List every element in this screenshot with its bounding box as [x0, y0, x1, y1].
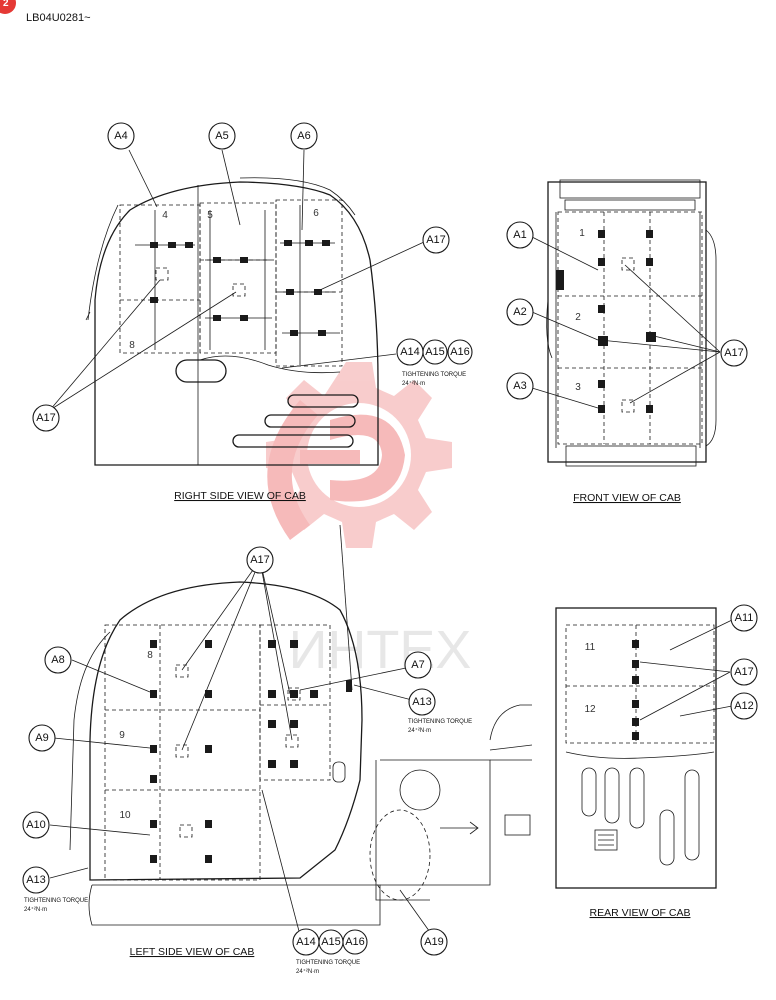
callout-a11: A11: [730, 604, 758, 632]
callout-a13-left: A13: [22, 866, 50, 894]
svg-text:A17: A17: [250, 554, 270, 566]
callout-a17-right-low: A17: [32, 404, 60, 432]
rear-view: 11 12: [555, 607, 717, 889]
callout-a7: A7: [404, 651, 432, 679]
callout-a16-left: A16: [342, 929, 368, 955]
torque-label-mid: TIGHTENING TORQUE: [408, 719, 472, 725]
page-number: 2: [3, 0, 9, 9]
leader-lines: [49, 149, 733, 936]
svg-text:A14: A14: [296, 936, 316, 948]
callout-a17-left: A17: [246, 546, 274, 574]
svg-text:A15: A15: [321, 936, 341, 948]
torque-value-right: 24⁺²N·m: [402, 380, 425, 387]
callout-a3: A3: [506, 372, 534, 400]
callout-a13-mid: A13: [408, 688, 436, 716]
callout-a17-right: A17: [422, 226, 450, 254]
svg-text:A16: A16: [450, 346, 470, 358]
callout-a4: A4: [107, 122, 135, 150]
watermark: ИНТЕХ: [266, 362, 471, 680]
svg-text:12: 12: [584, 704, 596, 715]
torque-label-left: TIGHTENING TORQUE: [24, 898, 88, 904]
left-view-title: LEFT SIDE VIEW OF CAB: [130, 946, 255, 958]
right-view-title: RIGHT SIDE VIEW OF CAB: [174, 490, 306, 502]
callout-a8: A8: [44, 646, 72, 674]
front-view: 2 3 1: [546, 179, 717, 467]
svg-text:A11: A11: [735, 612, 754, 624]
callout-a15-right: A15: [422, 339, 448, 365]
svg-text:A13: A13: [26, 874, 46, 886]
svg-text:A6: A6: [297, 130, 310, 142]
callout-a19: A19: [420, 928, 448, 956]
callout-a9: A9: [28, 724, 56, 752]
callout-a17-rear: A17: [730, 658, 758, 686]
callout-a17-front: A17: [720, 339, 748, 367]
callout-a2: A2: [506, 298, 534, 326]
svg-text:8: 8: [129, 340, 135, 351]
page-number-badge: [0, 0, 16, 14]
svg-text:A9: A9: [35, 732, 48, 744]
svg-text:3: 3: [575, 382, 581, 393]
svg-text:11: 11: [585, 642, 596, 653]
svg-text:A17: A17: [426, 234, 446, 246]
rear-view-title: REAR VIEW OF CAB: [590, 907, 691, 919]
callout-a6: A6: [290, 122, 318, 150]
left-side-view: 8 9 10: [69, 524, 533, 926]
svg-text:A14: A14: [400, 346, 420, 358]
right-side-view: 4 5 6 8: [85, 177, 379, 466]
svg-text:A17: A17: [36, 412, 56, 424]
svg-text:A1: A1: [513, 229, 526, 241]
callout-a5: A5: [208, 122, 236, 150]
svg-text:1: 1: [579, 228, 585, 239]
svg-text:9: 9: [119, 730, 125, 741]
svg-text:A4: A4: [114, 130, 127, 142]
callout-a1: A1: [506, 221, 534, 249]
svg-text:2: 2: [575, 312, 581, 323]
svg-text:A12: A12: [734, 700, 754, 712]
torque-value-mid: 24⁺²N·m: [408, 727, 431, 734]
svg-text:A13: A13: [412, 696, 432, 708]
document-code: LB04U0281~: [26, 12, 91, 24]
svg-text:A17: A17: [734, 666, 754, 678]
front-view-title: FRONT VIEW OF CAB: [573, 492, 681, 504]
svg-text:5: 5: [207, 210, 213, 221]
svg-text:A5: A5: [215, 130, 228, 142]
svg-text:8: 8: [147, 650, 153, 661]
svg-text:A15: A15: [425, 346, 445, 358]
callout-a14-right: A14: [396, 338, 424, 366]
svg-text:A16: A16: [345, 936, 365, 948]
svg-text:6: 6: [313, 208, 319, 219]
torque-value-bottom: 24⁺²N·m: [296, 968, 319, 975]
svg-text:A7: A7: [411, 659, 424, 671]
svg-text:A19: A19: [424, 936, 444, 948]
svg-text:A2: A2: [513, 306, 526, 318]
svg-text:10: 10: [119, 810, 131, 821]
svg-text:A3: A3: [513, 380, 526, 392]
torque-value-left: 24⁺²N·m: [24, 906, 47, 913]
callout-a15-left: A15: [318, 929, 344, 955]
callout-a14-left: A14: [292, 928, 320, 956]
svg-text:4: 4: [162, 210, 168, 221]
callout-a10: A10: [22, 811, 50, 839]
svg-text:A8: A8: [51, 654, 64, 666]
torque-label-bottom: TIGHTENING TORQUE: [296, 960, 360, 966]
torque-label-right: TIGHTENING TORQUE: [402, 372, 466, 378]
callout-a16-right: A16: [447, 339, 473, 365]
watermark-text: ИНТЕХ: [289, 620, 472, 680]
svg-text:A10: A10: [26, 819, 46, 831]
callout-a12: A12: [730, 692, 758, 720]
svg-text:A17: A17: [724, 347, 744, 359]
